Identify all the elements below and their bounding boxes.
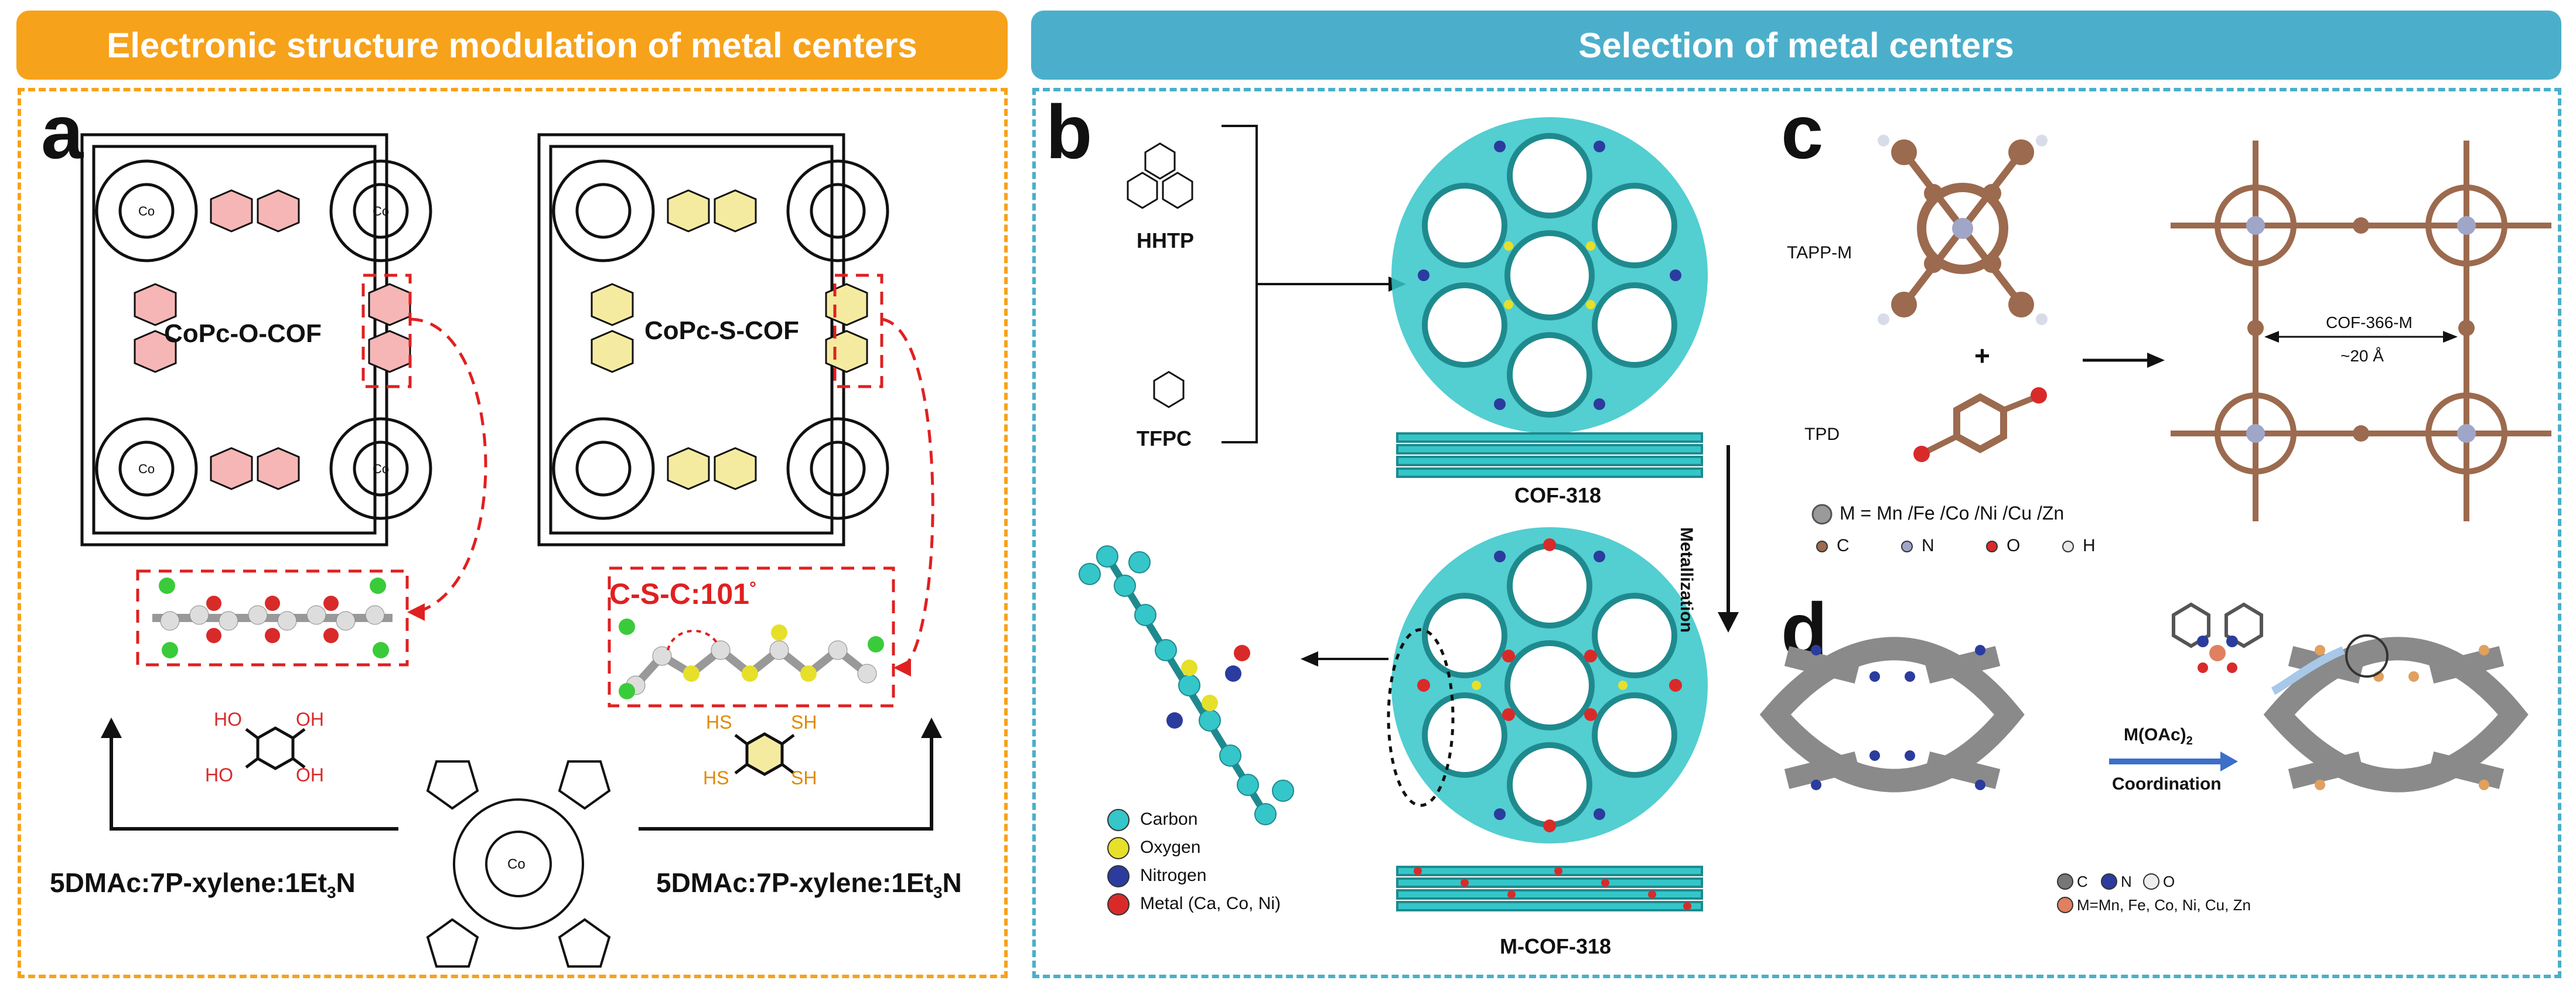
coordination-label: Coordination — [2112, 774, 2222, 794]
co-atom-1: Co — [138, 204, 155, 218]
s-linker-model — [619, 619, 884, 699]
panel-a-label: a — [41, 89, 84, 175]
tapp-m-molecule — [1878, 135, 2048, 325]
cof-366-m-label: COF-366-M — [2326, 313, 2413, 332]
left-frame — [18, 88, 1008, 978]
co-center-label: Co — [507, 856, 526, 872]
solvent-left-label: 5DMAc:7P-xylene:1Et3N — [50, 867, 356, 902]
cof-318-label: COF-318 — [1514, 483, 1602, 507]
distance-label: ~20 Å — [2340, 347, 2384, 365]
metal-options-c: M = Mn /Fe /Co /Ni /Cu /Zn — [1840, 503, 2065, 524]
tfpc-molecule — [1153, 371, 1185, 408]
cof-318-layers — [1396, 432, 1703, 478]
solvent-left-text: 5DMAc:7P-xylene:1Et — [50, 867, 327, 898]
solvent-right-n: N — [942, 867, 962, 898]
atom-o-label: O — [2007, 536, 2021, 555]
m-cof-318-label: M-COF-318 — [1500, 934, 1612, 958]
catechol-ho-top: HO — [214, 709, 242, 730]
dashed-arrows-a — [410, 317, 934, 670]
cof-framework-right — [2263, 634, 2529, 793]
atom-n-label: N — [1922, 536, 1934, 555]
reagent-text: M(OAc) — [2124, 725, 2186, 744]
catechol-monomer — [245, 726, 306, 770]
m-cof-318-structure — [1391, 527, 1708, 843]
copc-monomer — [426, 760, 611, 968]
m-cof-318-layers — [1396, 866, 1703, 911]
panel-b-label: b — [1046, 89, 1093, 175]
metal-options-d: M=Mn, Fe, Co, Ni, Cu, Zn — [2077, 896, 2251, 914]
tpd-molecule — [1913, 387, 2047, 462]
thiol-sh-top: SH — [791, 712, 817, 733]
cof-318-structure — [1391, 117, 1708, 433]
hhtp-label: HHTP — [1137, 228, 1194, 252]
solvent-left-sub: 3 — [326, 883, 336, 902]
panel-c-label: c — [1781, 89, 1824, 175]
right-panel-title-text: Selection of metal centers — [1578, 25, 2014, 65]
atom-c-label: C — [1837, 536, 1850, 555]
cof-o-label: CoPc-O-COF — [164, 319, 322, 348]
dotted-highlight-ellipse — [1387, 628, 1455, 807]
atom-d-c: C — [2077, 873, 2088, 890]
atom-d-n: N — [2121, 873, 2132, 890]
o-linker-model — [152, 578, 393, 658]
solvent-left-n: N — [336, 867, 356, 898]
cs-angle-text: C-S-C:101 — [609, 578, 749, 610]
solvent-right-text: 5DMAc:7P-xylene:1Et — [656, 867, 933, 898]
right-panel-title: Selection of metal centers — [1031, 11, 2561, 80]
fragment-model — [1079, 545, 1294, 825]
hhtp-molecule — [1127, 142, 1193, 209]
legend-nitrogen: Nitrogen — [1107, 862, 1281, 890]
legend-metal-text: Metal (Ca, Co, Ni) — [1140, 894, 1281, 913]
legend-carbon-text: Carbon — [1140, 809, 1198, 829]
solvent-right-label: 5DMAc:7P-xylene:1Et3N — [656, 867, 962, 902]
left-panel-title: Electronic structure modulation of metal… — [16, 11, 1008, 80]
angle-degree: ° — [749, 578, 756, 598]
reagent-sub: 2 — [2186, 735, 2193, 747]
tfpc-label: TFPC — [1137, 426, 1192, 450]
atom-d-o: O — [2163, 873, 2175, 890]
thiol-sh-bottom: SH — [791, 767, 817, 788]
co-atom-2: Co — [373, 204, 389, 218]
tpd-label: TPD — [1804, 425, 1840, 444]
reaction-arrows-a — [110, 726, 933, 831]
atom-h-label: H — [2083, 536, 2096, 555]
synthesis-bracket — [1222, 125, 1397, 443]
co-atom-3: Co — [138, 462, 155, 476]
thiol-hs-bottom: HS — [703, 767, 729, 788]
solvent-right-sub: 3 — [933, 883, 943, 902]
reagent-label: M(OAc)2 — [2124, 725, 2193, 748]
catechol-ho-bottom: HO — [205, 764, 233, 785]
legend-carbon: Carbon — [1107, 805, 1281, 834]
cof-framework-left — [1759, 637, 2025, 793]
inset-complex — [2172, 602, 2263, 673]
left-panel-title-text: Electronic structure modulation of metal… — [107, 25, 917, 65]
legend-oxygen-text: Oxygen — [1140, 838, 1201, 857]
right-frame — [1032, 88, 2561, 978]
thiol-hs-top: HS — [706, 712, 732, 733]
cof-s-label: CoPc-S-COF — [644, 316, 799, 345]
tapp-m-label: TAPP-M — [1787, 243, 1852, 262]
o-linkers-highlight — [134, 189, 411, 490]
co-atom-4: Co — [373, 462, 389, 476]
catechol-oh-bottom: OH — [296, 764, 324, 785]
legend-oxygen: Oxygen — [1107, 834, 1281, 862]
panel-b-legend: Carbon Oxygen Nitrogen Metal (Ca, Co, Ni… — [1107, 805, 1281, 918]
legend-nitrogen-text: Nitrogen — [1140, 866, 1207, 885]
cs-angle-label: C-S-C:101° — [609, 577, 756, 611]
legend-metal: Metal (Ca, Co, Ni) — [1107, 890, 1281, 918]
catechol-oh-top: OH — [296, 709, 324, 730]
plus-sign: + — [1974, 340, 1990, 371]
dashed-selection-boxes — [136, 274, 895, 708]
